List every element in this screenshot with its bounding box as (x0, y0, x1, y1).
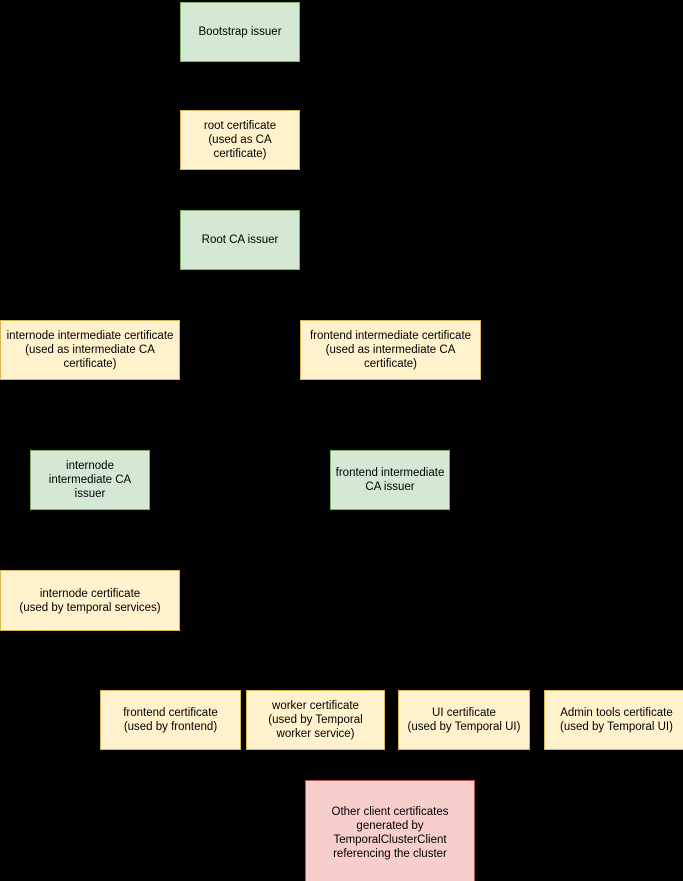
edge-arrowhead (386, 444, 394, 450)
edge-segment (390, 510, 391, 774)
edge-segment (315, 600, 317, 684)
edge-segment (616, 600, 618, 684)
node-other-client-certificates[interactable]: Other client certificates generated by T… (305, 780, 475, 881)
edge-segment (390, 295, 392, 314)
edge-segment (240, 295, 391, 296)
edge-segment (390, 600, 617, 601)
edge-arrowhead (236, 104, 244, 110)
node-internode-certificate[interactable]: internode certificate (used by temporal … (0, 570, 180, 631)
edge-segment (464, 600, 465, 684)
edge-arrowhead (612, 684, 621, 690)
node-internode-intermediate-ca-issuer[interactable]: internode intermediate CA issuer (30, 450, 150, 510)
edge-segment (390, 380, 392, 444)
edge-segment (90, 380, 91, 444)
edge-arrowhead (86, 564, 94, 570)
edge-segment (240, 270, 241, 295)
edge-segment (90, 295, 240, 296)
edge-segment (90, 510, 91, 564)
node-admin-tools-certificate[interactable]: Admin tools certificate (used by Tempora… (544, 690, 683, 750)
node-frontend-certificate[interactable]: frontend certificate (used by frontend) (100, 690, 241, 750)
edge-segment (170, 600, 172, 684)
node-frontend-intermediate-ca-issuer[interactable]: frontend intermediate CA issuer (330, 450, 450, 510)
edge-arrowhead (166, 684, 175, 690)
edge-arrowhead (311, 684, 320, 690)
edge-arrowhead (86, 444, 94, 450)
node-root-ca-issuer[interactable]: Root CA issuer (180, 210, 300, 270)
edge-segment (170, 600, 390, 601)
edge-segment (240, 170, 241, 204)
edge-arrowhead (86, 314, 94, 320)
node-ui-certificate[interactable]: UI certificate (used by Temporal UI) (398, 690, 530, 750)
node-internode-intermediate-certificate[interactable]: internode intermediate certificate (used… (0, 320, 180, 380)
edge-arrowhead (386, 774, 394, 780)
edge-arrowhead (460, 684, 468, 690)
edge-segment (90, 295, 91, 314)
edge-segment (240, 62, 241, 104)
edge-segment (315, 600, 390, 601)
edge-arrowhead (236, 204, 244, 210)
node-bootstrap-issuer[interactable]: Bootstrap issuer (180, 2, 300, 62)
node-root-certificate[interactable]: root certificate (used as CA certificate… (180, 110, 300, 170)
node-frontend-intermediate-certificate[interactable]: frontend intermediate certificate (used … (300, 320, 481, 380)
node-worker-certificate[interactable]: worker certificate (used by Temporal wor… (246, 690, 385, 750)
edge-arrowhead (386, 314, 395, 320)
